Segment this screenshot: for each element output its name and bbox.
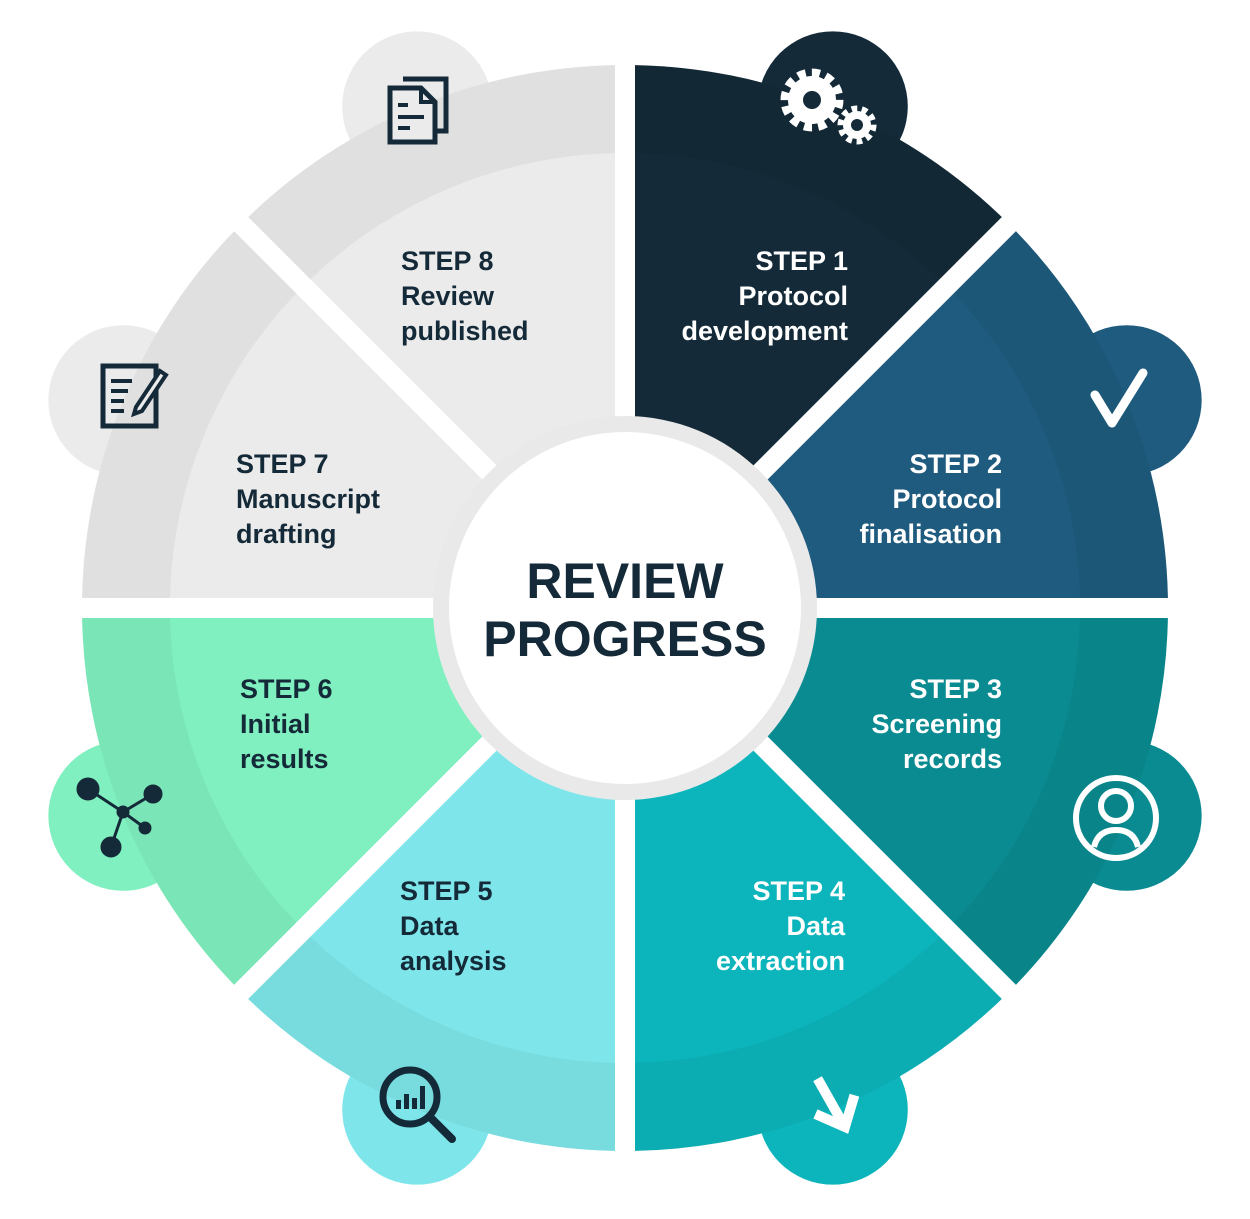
step-5-title-line1: Data bbox=[400, 911, 460, 941]
step-7-label: STEP 7 Manuscript drafting bbox=[236, 449, 380, 549]
user-circle-icon bbox=[1073, 775, 1159, 861]
center-title-line1: REVIEW bbox=[526, 553, 724, 609]
step-2-title-line2: finalisation bbox=[859, 519, 1002, 549]
step-1-outer-band bbox=[625, 65, 1009, 287]
step-5-icon-badge bbox=[342, 1034, 493, 1185]
step-4-outer-band bbox=[625, 929, 1009, 1151]
step-5-outer-band bbox=[241, 929, 625, 1151]
step-8-number: STEP 8 bbox=[401, 246, 494, 276]
arrow-down-right-icon bbox=[813, 1076, 860, 1134]
step-1-title-line1: Protocol bbox=[738, 281, 848, 311]
step-2-label: STEP 2 Protocol finalisation bbox=[859, 449, 1002, 549]
documents-icon bbox=[387, 76, 449, 145]
step-7-title-line2: drafting bbox=[236, 519, 337, 549]
step-7-outer-band bbox=[82, 224, 304, 608]
network-icon bbox=[76, 777, 163, 858]
edit-document-icon bbox=[100, 363, 169, 429]
step-7-number: STEP 7 bbox=[236, 449, 329, 479]
step-5-title-line2: analysis bbox=[400, 946, 507, 976]
step-5-label: STEP 5 Data analysis bbox=[400, 876, 507, 976]
step-4-label: STEP 4 Data extraction bbox=[716, 876, 846, 976]
step-3-title-line1: Screening bbox=[871, 709, 1002, 739]
step-3-number: STEP 3 bbox=[909, 674, 1002, 704]
step-6-outer-band bbox=[82, 608, 304, 992]
step-8-outer-band bbox=[241, 65, 625, 287]
center-title-line2: PROGRESS bbox=[483, 611, 766, 667]
step-1-number: STEP 1 bbox=[755, 246, 848, 276]
step-6-title-line1: Initial bbox=[240, 709, 311, 739]
step-3-outer-band bbox=[946, 608, 1168, 992]
step-1-title-line2: development bbox=[681, 316, 848, 346]
step-3-label: STEP 3 Screening records bbox=[871, 674, 1002, 774]
magnifier-chart-icon bbox=[379, 1066, 456, 1143]
step-4-title-line1: Data bbox=[786, 911, 846, 941]
gears-icon bbox=[780, 68, 877, 145]
step-6-label: STEP 6 Initial results bbox=[240, 674, 333, 774]
step-7-title-line1: Manuscript bbox=[236, 484, 380, 514]
checkmark-icon bbox=[1090, 368, 1148, 428]
center-circle bbox=[449, 432, 801, 784]
step-3-title-line2: records bbox=[903, 744, 1002, 774]
step-8-title-line2: published bbox=[401, 316, 529, 346]
step-2-outer-band bbox=[946, 224, 1168, 608]
step-8-title-line1: Review bbox=[401, 281, 495, 311]
step-2-number: STEP 2 bbox=[909, 449, 1002, 479]
step-4-title-line2: extraction bbox=[716, 946, 845, 976]
step-4-number: STEP 4 bbox=[752, 876, 845, 906]
step-2-title-line1: Protocol bbox=[892, 484, 1002, 514]
step-6-title-line2: results bbox=[240, 744, 329, 774]
step-6-number: STEP 6 bbox=[240, 674, 333, 704]
step-8-label: STEP 8 Review published bbox=[401, 246, 529, 346]
step-5-number: STEP 5 bbox=[400, 876, 493, 906]
step-1-label: STEP 1 Protocol development bbox=[681, 246, 848, 346]
